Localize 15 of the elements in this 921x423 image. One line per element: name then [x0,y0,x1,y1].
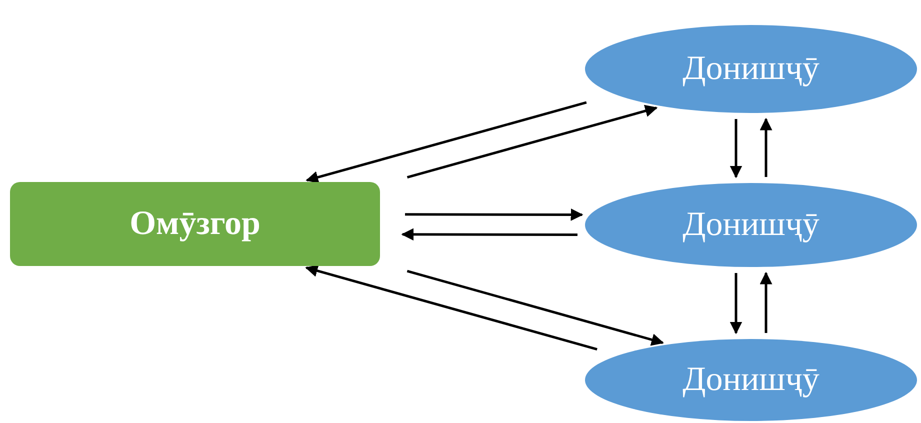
arrow [760,118,772,177]
arrow [730,119,742,178]
arrow [401,228,578,241]
arrow [760,272,772,333]
arrow [306,101,587,184]
node-label: Донишҷӯ [682,50,820,88]
arrow [406,270,664,346]
arrow [405,208,584,221]
process-box [10,182,380,266]
arrow [730,273,742,334]
node-label: Омӯзгор [130,205,260,243]
arrow [305,264,598,350]
arrow [406,104,658,178]
node-label: Донишҷӯ [682,206,820,244]
node-label: Донишҷӯ [682,361,820,399]
